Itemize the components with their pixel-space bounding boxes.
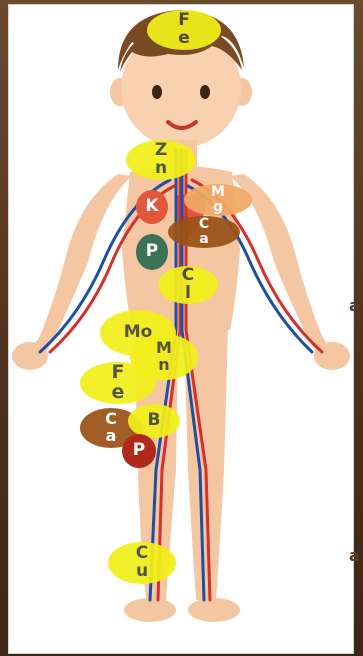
right-hand bbox=[314, 342, 350, 370]
marker-fe-abdomen-line2: e bbox=[112, 383, 125, 403]
marker-mg-line1: M bbox=[211, 185, 225, 200]
marker-p-chest: P bbox=[136, 234, 168, 270]
marker-k: K bbox=[136, 190, 168, 224]
marker-cu: C u bbox=[108, 542, 176, 584]
marker-cu-line2: u bbox=[136, 563, 148, 581]
marker-p-leg-text: P bbox=[133, 442, 145, 460]
marker-cl-line2: l bbox=[185, 285, 191, 303]
marker-ca-chest-line2: a bbox=[199, 232, 208, 247]
marker-p-leg: P bbox=[122, 434, 156, 468]
marker-mn-line2: n bbox=[158, 357, 169, 374]
marker-cl: C l bbox=[158, 266, 218, 304]
left-eye bbox=[152, 85, 162, 99]
marker-ca-chest-line1: C bbox=[199, 217, 209, 232]
marker-zn: Z n bbox=[126, 140, 196, 180]
marker-ca-leg-line2: a bbox=[106, 428, 117, 445]
edge-fragment-top: a bbox=[349, 296, 363, 316]
marker-b: B bbox=[128, 404, 180, 438]
marker-fe-abdomen-line1: F bbox=[112, 363, 125, 383]
marker-p-chest-text: P bbox=[146, 243, 158, 261]
marker-fe-head-line2: e bbox=[178, 30, 190, 48]
marker-b-text: B bbox=[148, 412, 161, 430]
marker-mg-line2: g bbox=[213, 200, 223, 215]
left-hand bbox=[12, 342, 48, 370]
marker-fe-head: F e bbox=[147, 10, 221, 50]
edge-fragment-bottom: a bbox=[349, 546, 363, 566]
marker-zn-line2: n bbox=[155, 160, 167, 178]
marker-k-text: K bbox=[145, 198, 158, 216]
right-foot bbox=[188, 598, 240, 622]
marker-mg: M g bbox=[184, 184, 252, 216]
marker-fe-abdomen: F e bbox=[80, 362, 156, 404]
left-foot bbox=[124, 598, 176, 622]
right-eye bbox=[200, 85, 210, 99]
marker-ca-chest: C a bbox=[168, 216, 240, 248]
